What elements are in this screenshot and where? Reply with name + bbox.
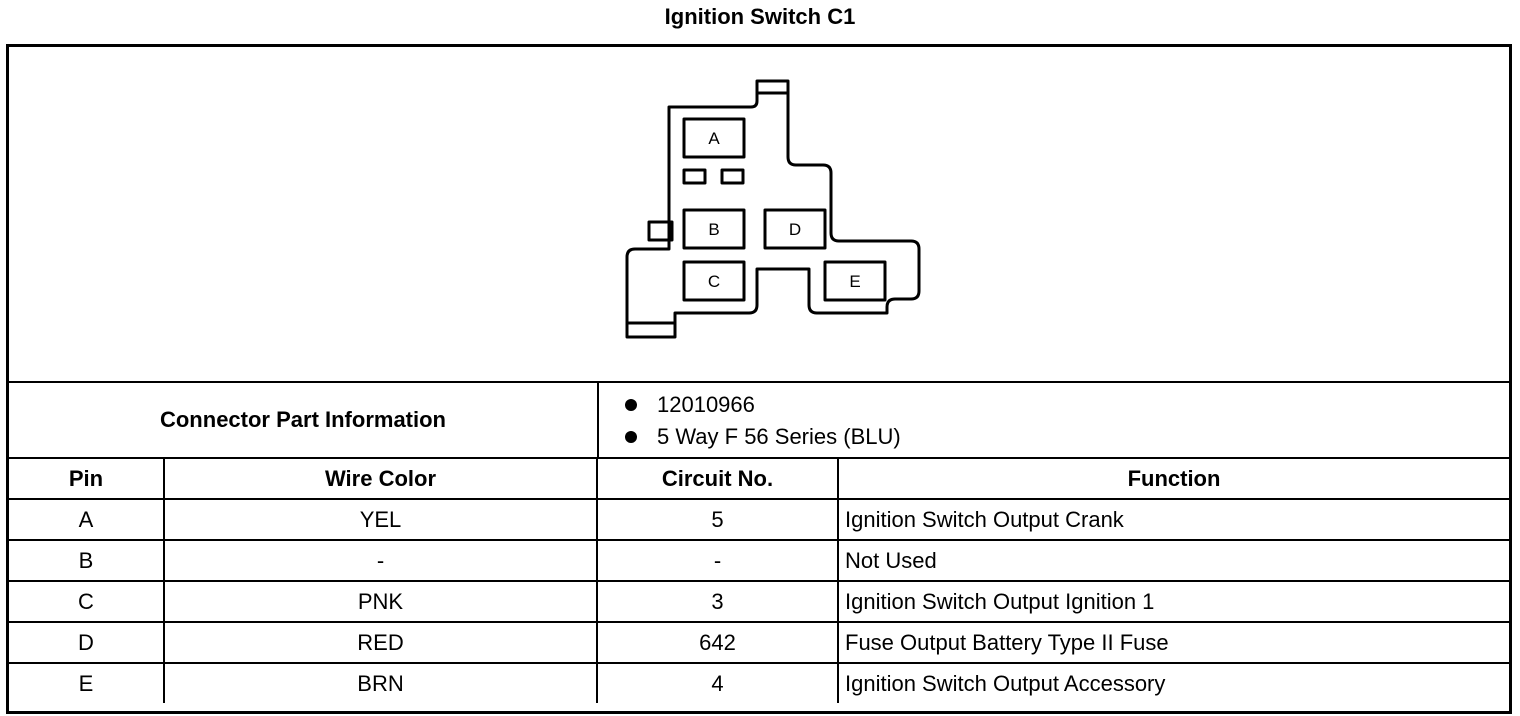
wire-color-cell: YEL [163,498,598,541]
alignment-slot-right [720,168,745,185]
pinout-table: Pin Wire Color Circuit No. Function A YE… [9,459,1509,703]
header-pin: Pin [9,459,165,500]
function-cell: Ignition Switch Output Ignition 1 [837,580,1509,623]
pin-cell: A [9,498,165,541]
circuit-cell: - [596,539,839,582]
cavity-a [682,117,746,159]
connector-part-info-row: Connector Part Information 12010966 5 Wa… [9,383,1509,459]
part-number: 12010966 [657,392,755,417]
function-cell: Not Used [837,539,1509,582]
circuit-cell: 4 [596,662,839,703]
connector-diagram: A B C D E [9,47,1509,383]
cavity-label-b: B [708,220,719,239]
bullet-icon [625,399,637,411]
pin-cell: C [9,580,165,623]
cavity-label-d: D [789,220,801,239]
table-row: C PNK 3 Ignition Switch Output Ignition … [9,580,1509,623]
function-cell: Ignition Switch Output Crank [837,498,1509,541]
side-latch [647,220,674,242]
cavity-c [682,260,746,302]
wire-color-cell: BRN [163,662,598,703]
pin-cell: D [9,621,165,664]
circuit-cell: 3 [596,580,839,623]
wire-color-cell: - [163,539,598,582]
circuit-cell: 5 [596,498,839,541]
table-row: B - - Not Used [9,539,1509,582]
bullet-icon [625,431,637,443]
cavity-label-a: A [708,129,720,148]
circuit-cell: 642 [596,621,839,664]
table-header-row: Pin Wire Color Circuit No. Function [9,459,1509,500]
alignment-slot-left [682,168,707,185]
table-row: A YEL 5 Ignition Switch Output Crank [9,498,1509,541]
page-title: Ignition Switch C1 [664,4,856,29]
connector-description: 5 Way F 56 Series (BLU) [657,424,901,449]
connector-face-drawing: A B C D E [625,79,921,339]
function-cell: Ignition Switch Output Accessory [837,662,1509,703]
list-item: 12010966 [599,389,901,421]
cavity-label-e: E [849,272,860,291]
function-cell: Fuse Output Battery Type II Fuse [837,621,1509,664]
header-function: Function [837,459,1509,500]
cavity-d [763,208,827,250]
wire-color-cell: PNK [163,580,598,623]
list-item: 5 Way F 56 Series (BLU) [599,421,901,453]
table-row: E BRN 4 Ignition Switch Output Accessory [9,662,1509,703]
wire-color-cell: RED [163,621,598,664]
header-wire-color: Wire Color [163,459,598,500]
header-circuit: Circuit No. [596,459,839,500]
connector-housing-outline [625,79,921,339]
connector-part-info-list: 12010966 5 Way F 56 Series (BLU) [599,389,901,453]
connector-sheet: A B C D E Connector Part Information 120… [6,44,1512,714]
pin-cell: E [9,662,165,703]
cavity-e [823,260,887,302]
connector-part-info-label: Connector Part Information [9,383,599,457]
cavity-b [682,208,746,250]
cavity-label-c: C [708,272,720,291]
table-row: D RED 642 Fuse Output Battery Type II Fu… [9,621,1509,664]
pin-cell: B [9,539,165,582]
